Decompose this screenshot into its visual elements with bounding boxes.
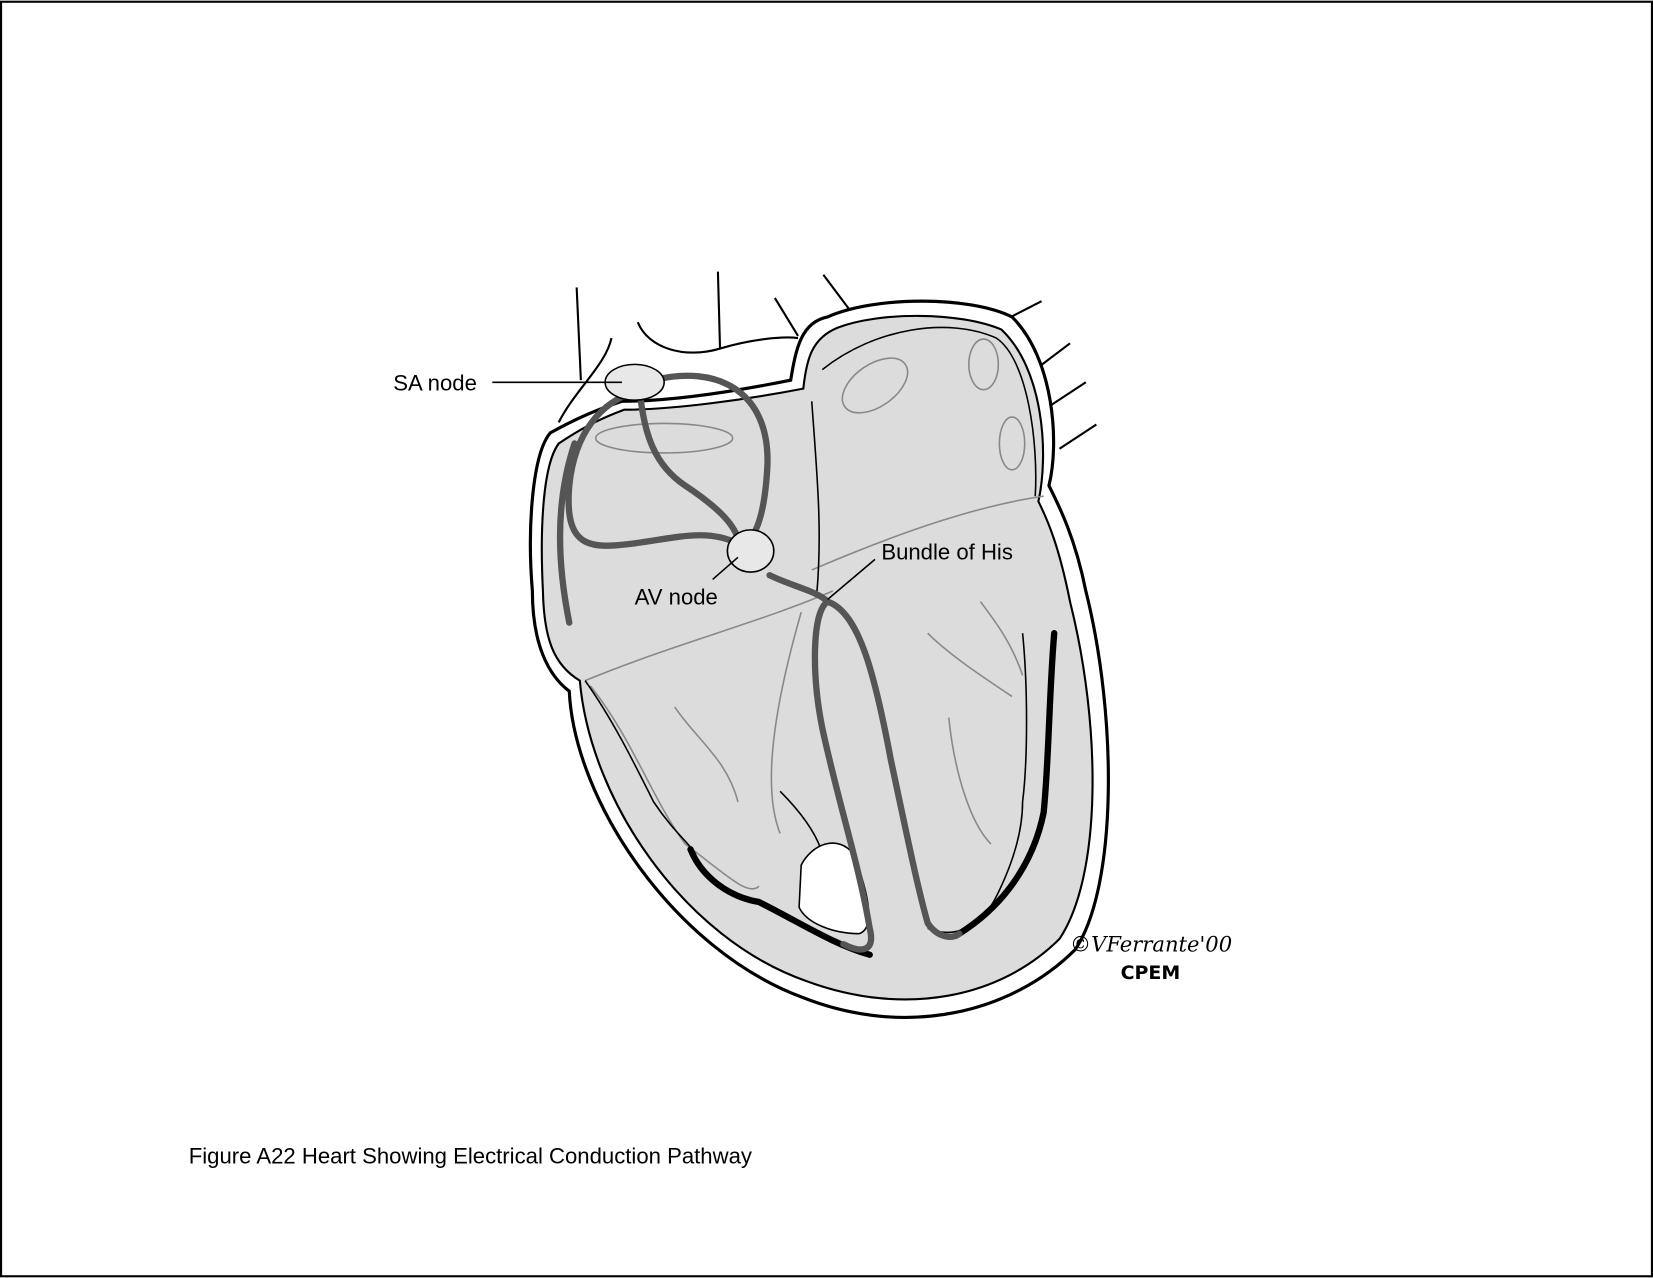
artist-signature: ©VFerrante'00 bbox=[1070, 932, 1232, 957]
figure-caption: Figure A22 Heart Showing Electrical Cond… bbox=[189, 1143, 753, 1168]
conduction-pathway bbox=[556, 372, 963, 953]
credit-label: CPEM bbox=[1121, 962, 1181, 984]
purkinje-fibers bbox=[687, 630, 1058, 958]
sa-node-label: SA node bbox=[393, 371, 477, 396]
av-node-shape bbox=[726, 529, 775, 573]
nodes bbox=[604, 363, 775, 573]
leader-lines bbox=[492, 381, 876, 601]
bundle-of-his-label: Bundle of His bbox=[881, 539, 1013, 564]
chamber-outlines bbox=[584, 326, 1037, 935]
av-node-label: AV node bbox=[635, 585, 718, 610]
